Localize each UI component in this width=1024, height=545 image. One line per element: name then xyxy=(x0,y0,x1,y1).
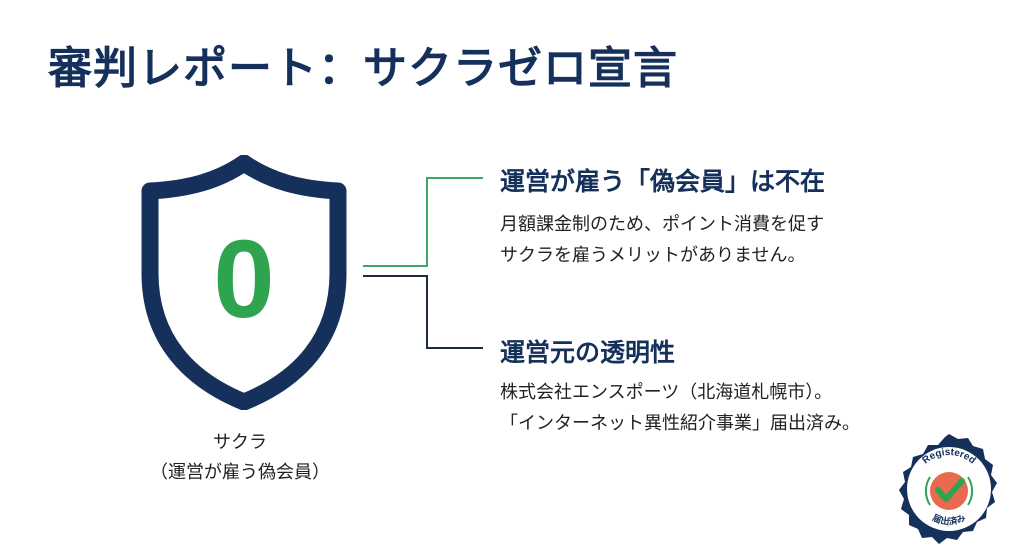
shield-label-line1: サクラ xyxy=(213,432,267,453)
body-line: サクラを雇うメリットがありません。 xyxy=(500,245,806,266)
connector-line-navy xyxy=(363,275,483,349)
zero-count: 0 xyxy=(213,218,274,341)
page-title: 審判レポート：サクラゼロ宣言 xyxy=(48,43,678,94)
body-line: 株式会社エンスポーツ（北海道札幌市）。 xyxy=(500,382,833,403)
connector-line-green xyxy=(363,177,483,267)
point-title-transparency: 運営元の透明性 xyxy=(500,338,676,367)
registered-badge-icon: Registered 届出済み xyxy=(899,434,997,544)
badge-bottom-text: 届出済み xyxy=(931,513,968,528)
body-line: 「インターネット異性紹介事業」届出済み。 xyxy=(500,413,860,434)
shield-label-line2: （運営が雇う偽会員） xyxy=(150,462,330,483)
point-title-no-fake-members: 運営が雇う「偽会員」は不在 xyxy=(500,167,826,196)
point-body-no-fake-members: 月額課金制のため、ポイント消費を促す サクラを雇うメリットがありません。 xyxy=(500,209,824,271)
shield-icon: 0 xyxy=(141,155,347,410)
shield-label: サクラ （運営が雇う偽会員） xyxy=(120,428,360,488)
point-body-transparency: 株式会社エンスポーツ（北海道札幌市）。 「インターネット異性紹介事業」届出済み。 xyxy=(500,377,860,439)
svg-text:届出済み: 届出済み xyxy=(931,513,968,528)
body-line: 月額課金制のため、ポイント消費を促す xyxy=(500,214,824,235)
